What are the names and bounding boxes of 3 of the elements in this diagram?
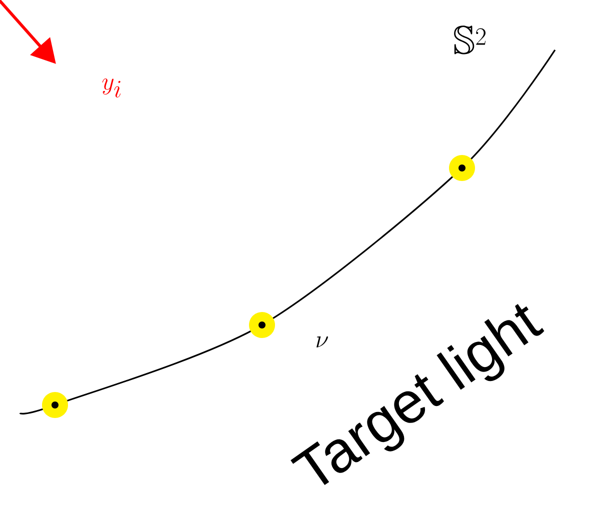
math-label: $\mathbb{S}^2$ <box>454 26 486 54</box>
math-label: $\nu$ <box>316 336 328 348</box>
math-label: $y_i$ <box>102 78 121 98</box>
